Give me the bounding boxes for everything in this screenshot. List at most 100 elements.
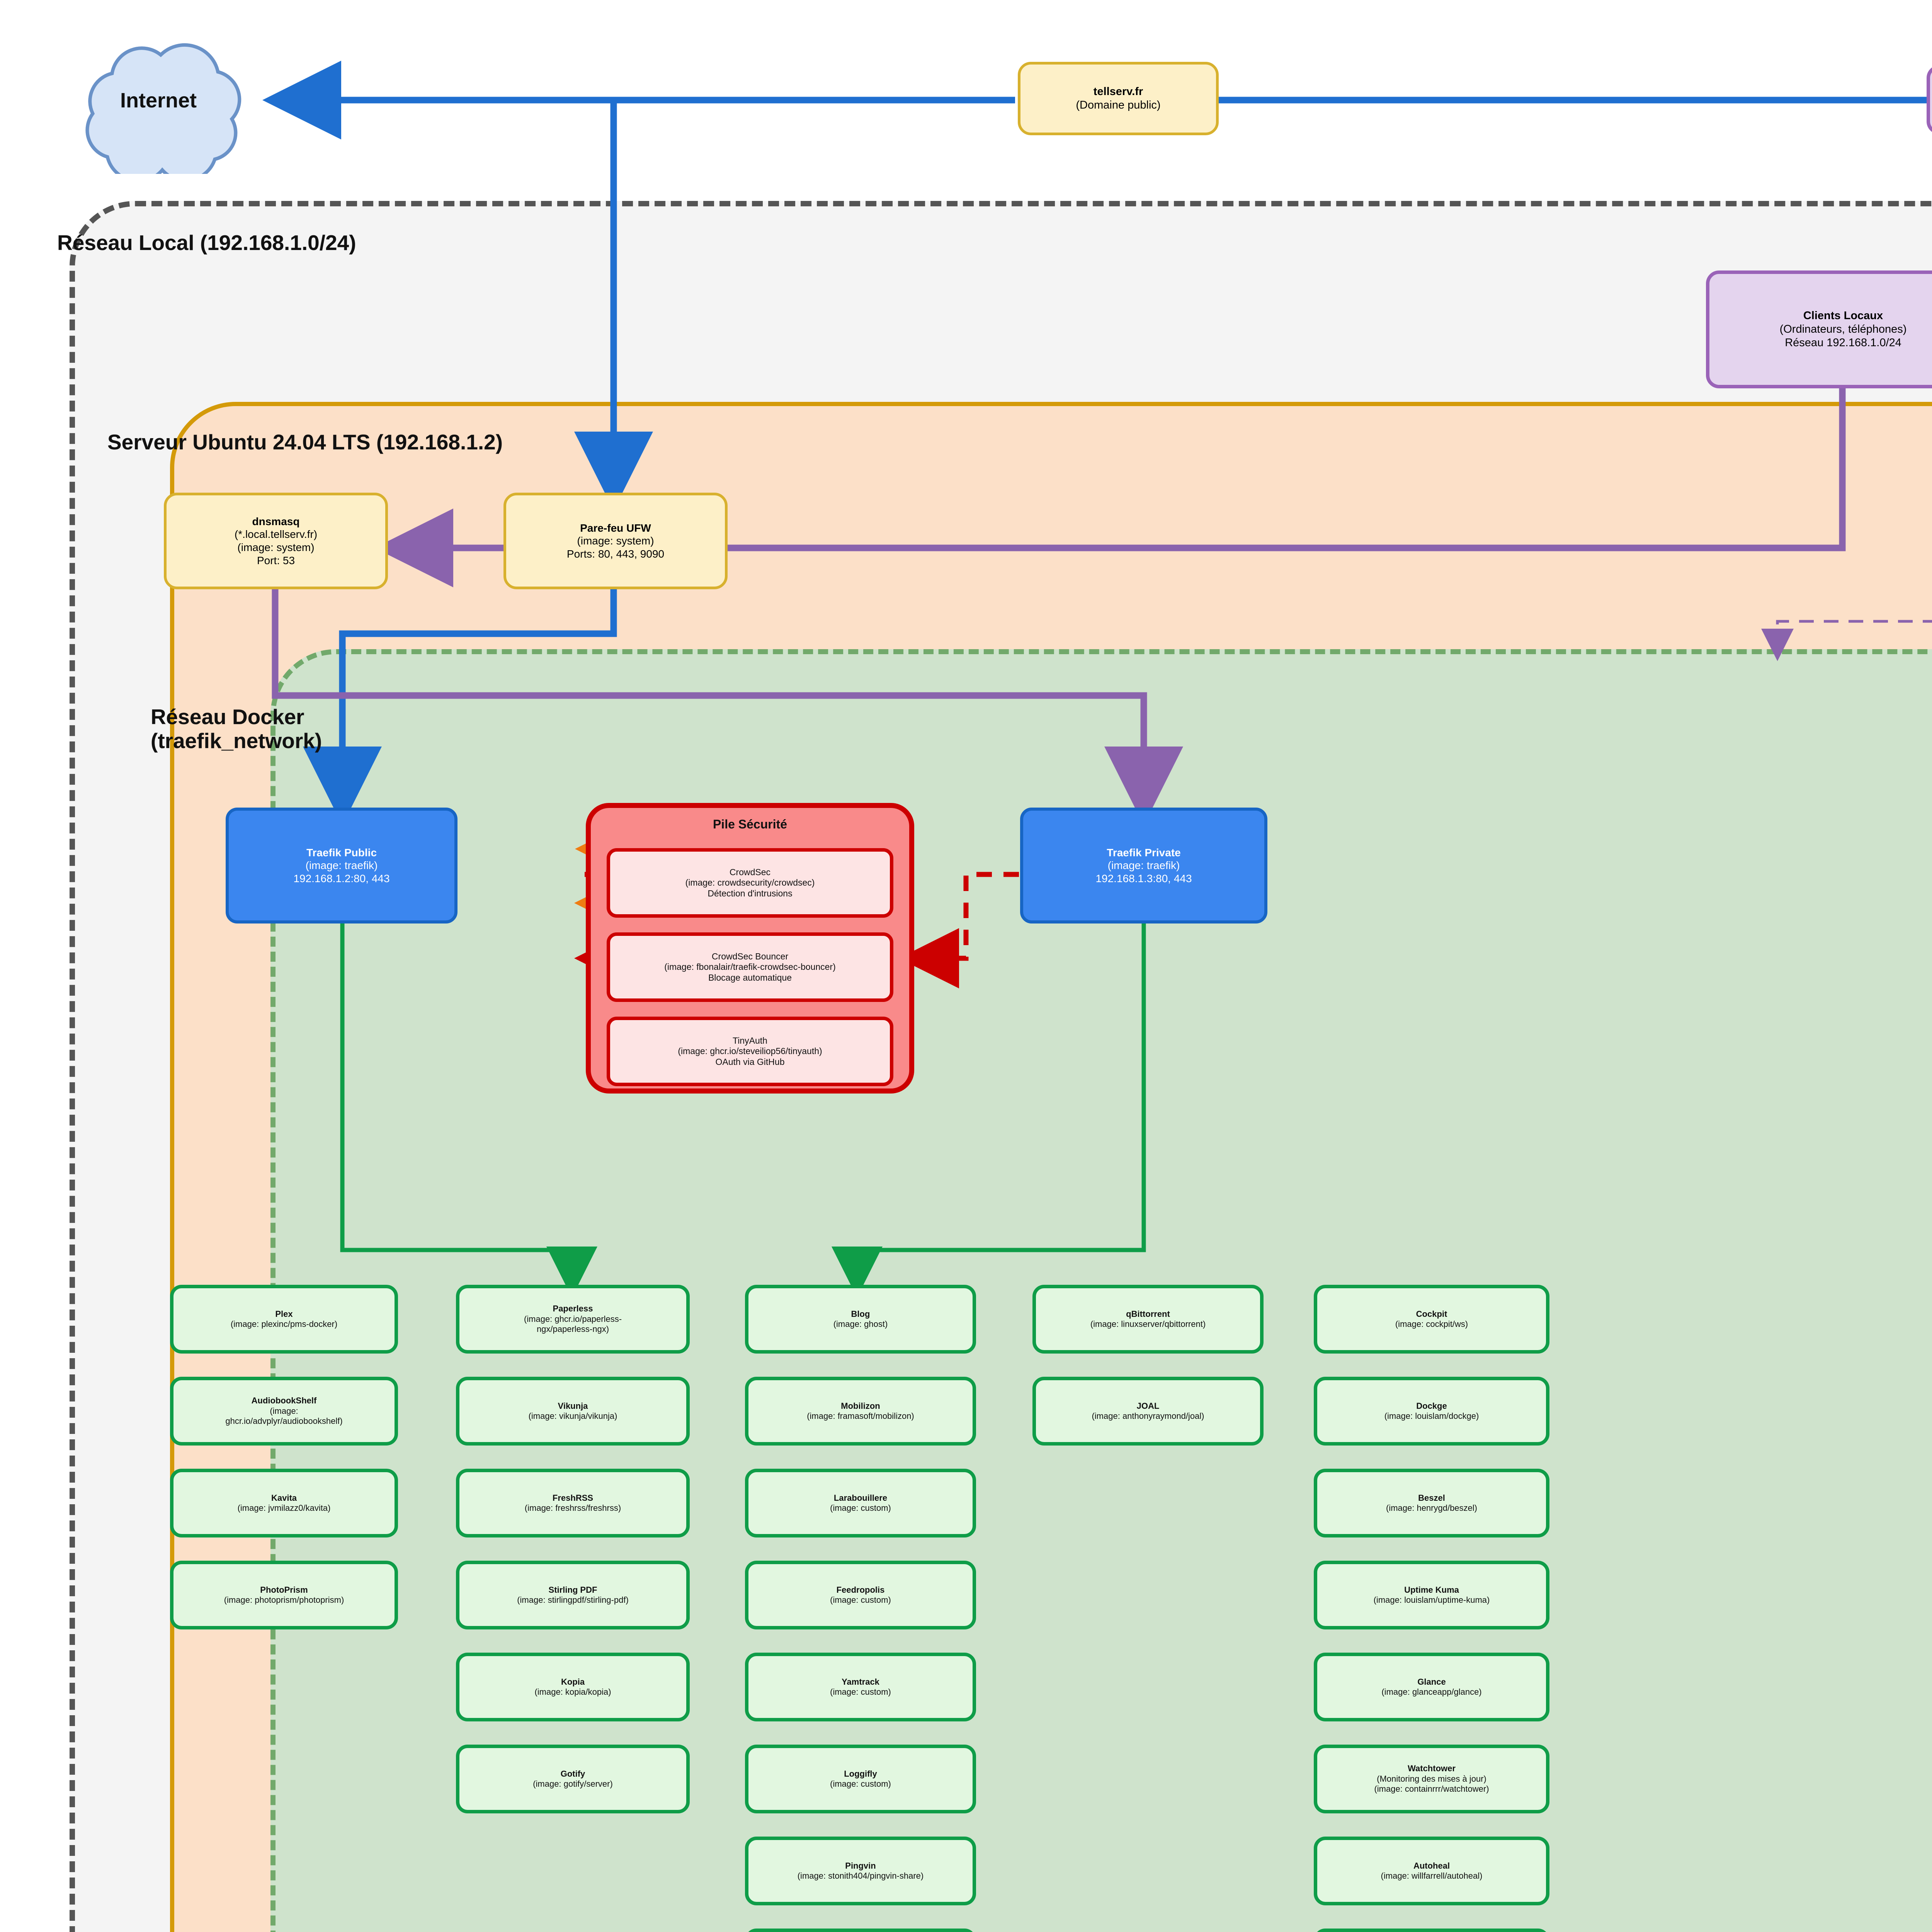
domain-title: tellserv.fr <box>1093 85 1143 98</box>
zone-reseau-docker-label: Réseau Docker (traefik_network) <box>151 705 322 753</box>
service-title: AudiobookShelf <box>251 1396 317 1406</box>
service-image: (image: henrygd/beszel) <box>1386 1503 1477 1513</box>
service-box[interactable]: PhotoPrism(image: photoprism/photoprism) <box>170 1561 398 1629</box>
clients-locaux-node[interactable]: Clients Locaux (Ordinateurs, téléphones)… <box>1706 270 1932 388</box>
service-title: JOAL <box>1136 1401 1160 1411</box>
crowdsec-bouncer-sub: (image: fbonalair/traefik-crowdsec-bounc… <box>664 962 836 972</box>
dnsmasq-title: dnsmasq <box>252 515 300 527</box>
service-image: (image: louislam/uptime-kuma) <box>1373 1595 1490 1605</box>
service-image-2: ngx/paperless-ngx) <box>536 1324 609 1334</box>
clients-externes-node[interactable]: Clients Externes (Internet, hors réseau … <box>1927 65 1932 134</box>
service-title: Vikunja <box>558 1401 588 1411</box>
crowdsec-node[interactable]: CrowdSec (image: crowdsecurity/crowdsec)… <box>607 848 893 918</box>
service-title: Uptime Kuma <box>1404 1585 1459 1595</box>
service-box[interactable]: Watchtower(Monitoring des mises à jour)(… <box>1314 1745 1549 1813</box>
internet-label: Internet <box>120 89 197 112</box>
service-title: Watchtower <box>1408 1764 1456 1774</box>
service-image: (image: stirlingpdf/stirling-pdf) <box>517 1595 629 1605</box>
service-box[interactable]: Gotify(image: gotify/server) <box>456 1745 690 1813</box>
service-box[interactable]: Mobilizon(image: framasoft/mobilizon) <box>745 1377 976 1446</box>
service-box[interactable]: Loggifly(image: custom) <box>745 1745 976 1813</box>
service-box[interactable]: Paperless(image: ghcr.io/paperless-ngx/p… <box>456 1285 690 1354</box>
crowdsec-sub2: Détection d'intrusions <box>707 888 793 898</box>
service-box[interactable]: Kavita(image: jvmilazz0/kavita) <box>170 1469 398 1537</box>
traefik-private-node[interactable]: Traefik Private (image: traefik) 192.168… <box>1020 808 1267 923</box>
service-title: Plex <box>275 1309 293 1319</box>
service-title: Stirling PDF <box>548 1585 597 1595</box>
crowdsec-bouncer-sub2: Blocage automatique <box>708 972 792 983</box>
service-box[interactable]: Autoheal(image: willfarrell/autoheal) <box>1314 1837 1549 1905</box>
tinyauth-title: TinyAuth <box>733 1035 767 1046</box>
traefik-private-sub: (image: traefik) <box>1107 859 1180 872</box>
service-image: (image: framasoft/mobilizon) <box>807 1411 914 1421</box>
tinyauth-sub: (image: ghcr.io/steveiliop56/tinyauth) <box>678 1046 822 1056</box>
service-title: Loggifly <box>844 1769 877 1779</box>
service-box[interactable]: Blog(image: ghost) <box>745 1285 976 1354</box>
service-title: Feedropolis <box>836 1585 885 1595</box>
service-image: (image: custom) <box>830 1779 891 1789</box>
service-title: Paperless <box>553 1304 593 1314</box>
service-title: Glance <box>1417 1677 1446 1687</box>
service-box[interactable]: Cockpit(image: cockpit/ws) <box>1314 1285 1549 1354</box>
ufw-sub2: Ports: 80, 443, 9090 <box>566 548 665 560</box>
service-box[interactable]: Plex(image: plexinc/pms-docker) <box>170 1285 398 1354</box>
service-title: Mobilizon <box>841 1401 880 1411</box>
service-image: (image: <box>270 1406 298 1416</box>
dnsmasq-sub: (*.local.tellserv.fr) <box>234 528 318 541</box>
service-image: (image: freshrss/freshrss) <box>524 1503 621 1513</box>
service-box[interactable]: FreshRSS(image: freshrss/freshrss) <box>456 1469 690 1537</box>
service-box[interactable]: Yamtrack(image: custom) <box>745 1653 976 1721</box>
service-box[interactable]: JOAL(image: anthonyraymond/joal) <box>1032 1377 1264 1446</box>
service-image: (image: anthonyraymond/joal) <box>1092 1411 1204 1421</box>
crowdsec-sub: (image: crowdsecurity/crowdsec) <box>685 878 815 888</box>
crowdsec-bouncer-node[interactable]: CrowdSec Bouncer (image: fbonalair/traef… <box>607 932 893 1002</box>
service-title: Gotify <box>560 1769 585 1779</box>
dnsmasq-node[interactable]: dnsmasq (*.local.tellserv.fr) (image: sy… <box>164 493 388 589</box>
clients-locaux-title: Clients Locaux <box>1803 310 1883 322</box>
crowdsec-bouncer-title: CrowdSec Bouncer <box>711 951 789 961</box>
service-box[interactable]: Feedropolis(image: custom) <box>745 1561 976 1629</box>
service-box[interactable]: Dockge(image: louislam/dockge) <box>1314 1377 1549 1446</box>
tinyauth-sub2: OAuth via GitHub <box>715 1056 785 1067</box>
service-box[interactable]: Glance(image: glanceapp/glance) <box>1314 1653 1549 1721</box>
traefik-public-sub2: 192.168.1.2:80, 443 <box>293 872 390 884</box>
service-box[interactable]: Uptime Kuma(image: louislam/uptime-kuma) <box>1314 1561 1549 1629</box>
dnsmasq-sub3: Port: 53 <box>257 554 295 566</box>
service-title: Yamtrack <box>842 1677 879 1687</box>
service-image: (image: custom) <box>830 1503 891 1513</box>
service-box[interactable]: Vikunja(image: vikunja/vikunja) <box>456 1377 690 1446</box>
security-stack-title: Pile Sécurité <box>713 817 787 831</box>
service-box[interactable]: AudiobookShelf(image:ghcr.io/advplyr/aud… <box>170 1377 398 1446</box>
service-box[interactable]: Pingvin(image: stonith404/pingvin-share) <box>745 1837 976 1905</box>
service-image: (image: jvmilazz0/kavita) <box>237 1503 331 1513</box>
traefik-public-sub: (image: traefik) <box>305 859 378 872</box>
service-box[interactable]: Kopia(image: kopia/kopia) <box>456 1653 690 1721</box>
service-image: (image: stonith404/pingvin-share) <box>797 1871 924 1881</box>
tinyauth-node[interactable]: TinyAuth (image: ghcr.io/steveiliop56/ti… <box>607 1017 893 1086</box>
service-title: Dockge <box>1416 1401 1447 1411</box>
service-box[interactable]: Headscale(image: headscale/headscale) <box>1314 1929 1549 1932</box>
ufw-firewall-node[interactable]: Pare-feu UFW (image: system) Ports: 80, … <box>503 493 728 589</box>
service-box[interactable]: EteSync(image: etesync/server) <box>745 1929 976 1932</box>
service-box[interactable]: Stirling PDF(image: stirlingpdf/stirling… <box>456 1561 690 1629</box>
service-image: (image: ghcr.io/paperless- <box>524 1314 622 1324</box>
service-title: FreshRSS <box>552 1493 594 1503</box>
traefik-public-node[interactable]: Traefik Public (image: traefik) 192.168.… <box>226 808 457 923</box>
service-image: (image: plexinc/pms-docker) <box>230 1319 338 1329</box>
zone-reseau-local-label: Réseau Local (192.168.1.0/24) <box>57 231 356 255</box>
internet-cloud[interactable]: Internet <box>54 27 263 174</box>
traefik-private-sub2: 192.168.1.3:80, 443 <box>1095 872 1192 884</box>
service-title: Blog <box>851 1309 870 1319</box>
service-box[interactable]: Beszel(image: henrygd/beszel) <box>1314 1469 1549 1537</box>
service-title: Autoheal <box>1413 1861 1450 1871</box>
crowdsec-title: CrowdSec <box>729 867 771 877</box>
service-image: (image: custom) <box>830 1687 891 1697</box>
service-image: (image: cockpit/ws) <box>1395 1319 1468 1329</box>
ufw-sub: (image: system) <box>577 535 654 547</box>
domain-node[interactable]: tellserv.fr (Domaine public) <box>1018 62 1219 135</box>
service-box[interactable]: Larabouillere(image: custom) <box>745 1469 976 1537</box>
service-box[interactable]: qBittorrent(image: linuxserver/qbittorre… <box>1032 1285 1264 1354</box>
zone-serveur-ubuntu-label: Serveur Ubuntu 24.04 LTS (192.168.1.2) <box>107 430 503 454</box>
service-image: (image: louislam/dockge) <box>1384 1411 1479 1421</box>
traefik-public-title: Traefik Public <box>306 846 377 859</box>
